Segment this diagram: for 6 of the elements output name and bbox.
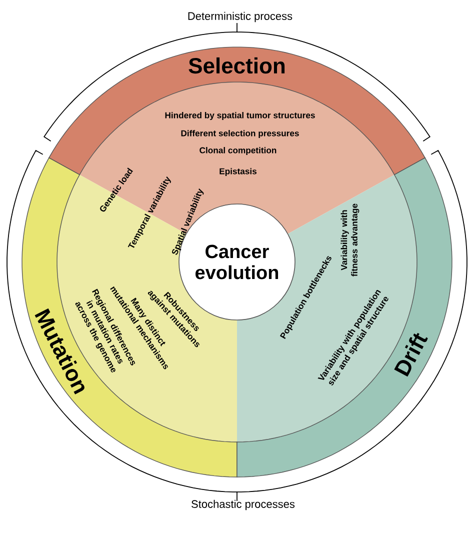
factor-label: Hindered by spatial tumor structures [165,112,315,120]
factor-label: Variability with fitness advantage [340,204,360,276]
bracket-label: Stochastic processes [192,500,295,510]
bracket-label: Deterministic process [188,12,292,22]
factor-label: Different selection pressures [181,130,299,138]
factor-label: Clonal competition [200,147,276,156]
